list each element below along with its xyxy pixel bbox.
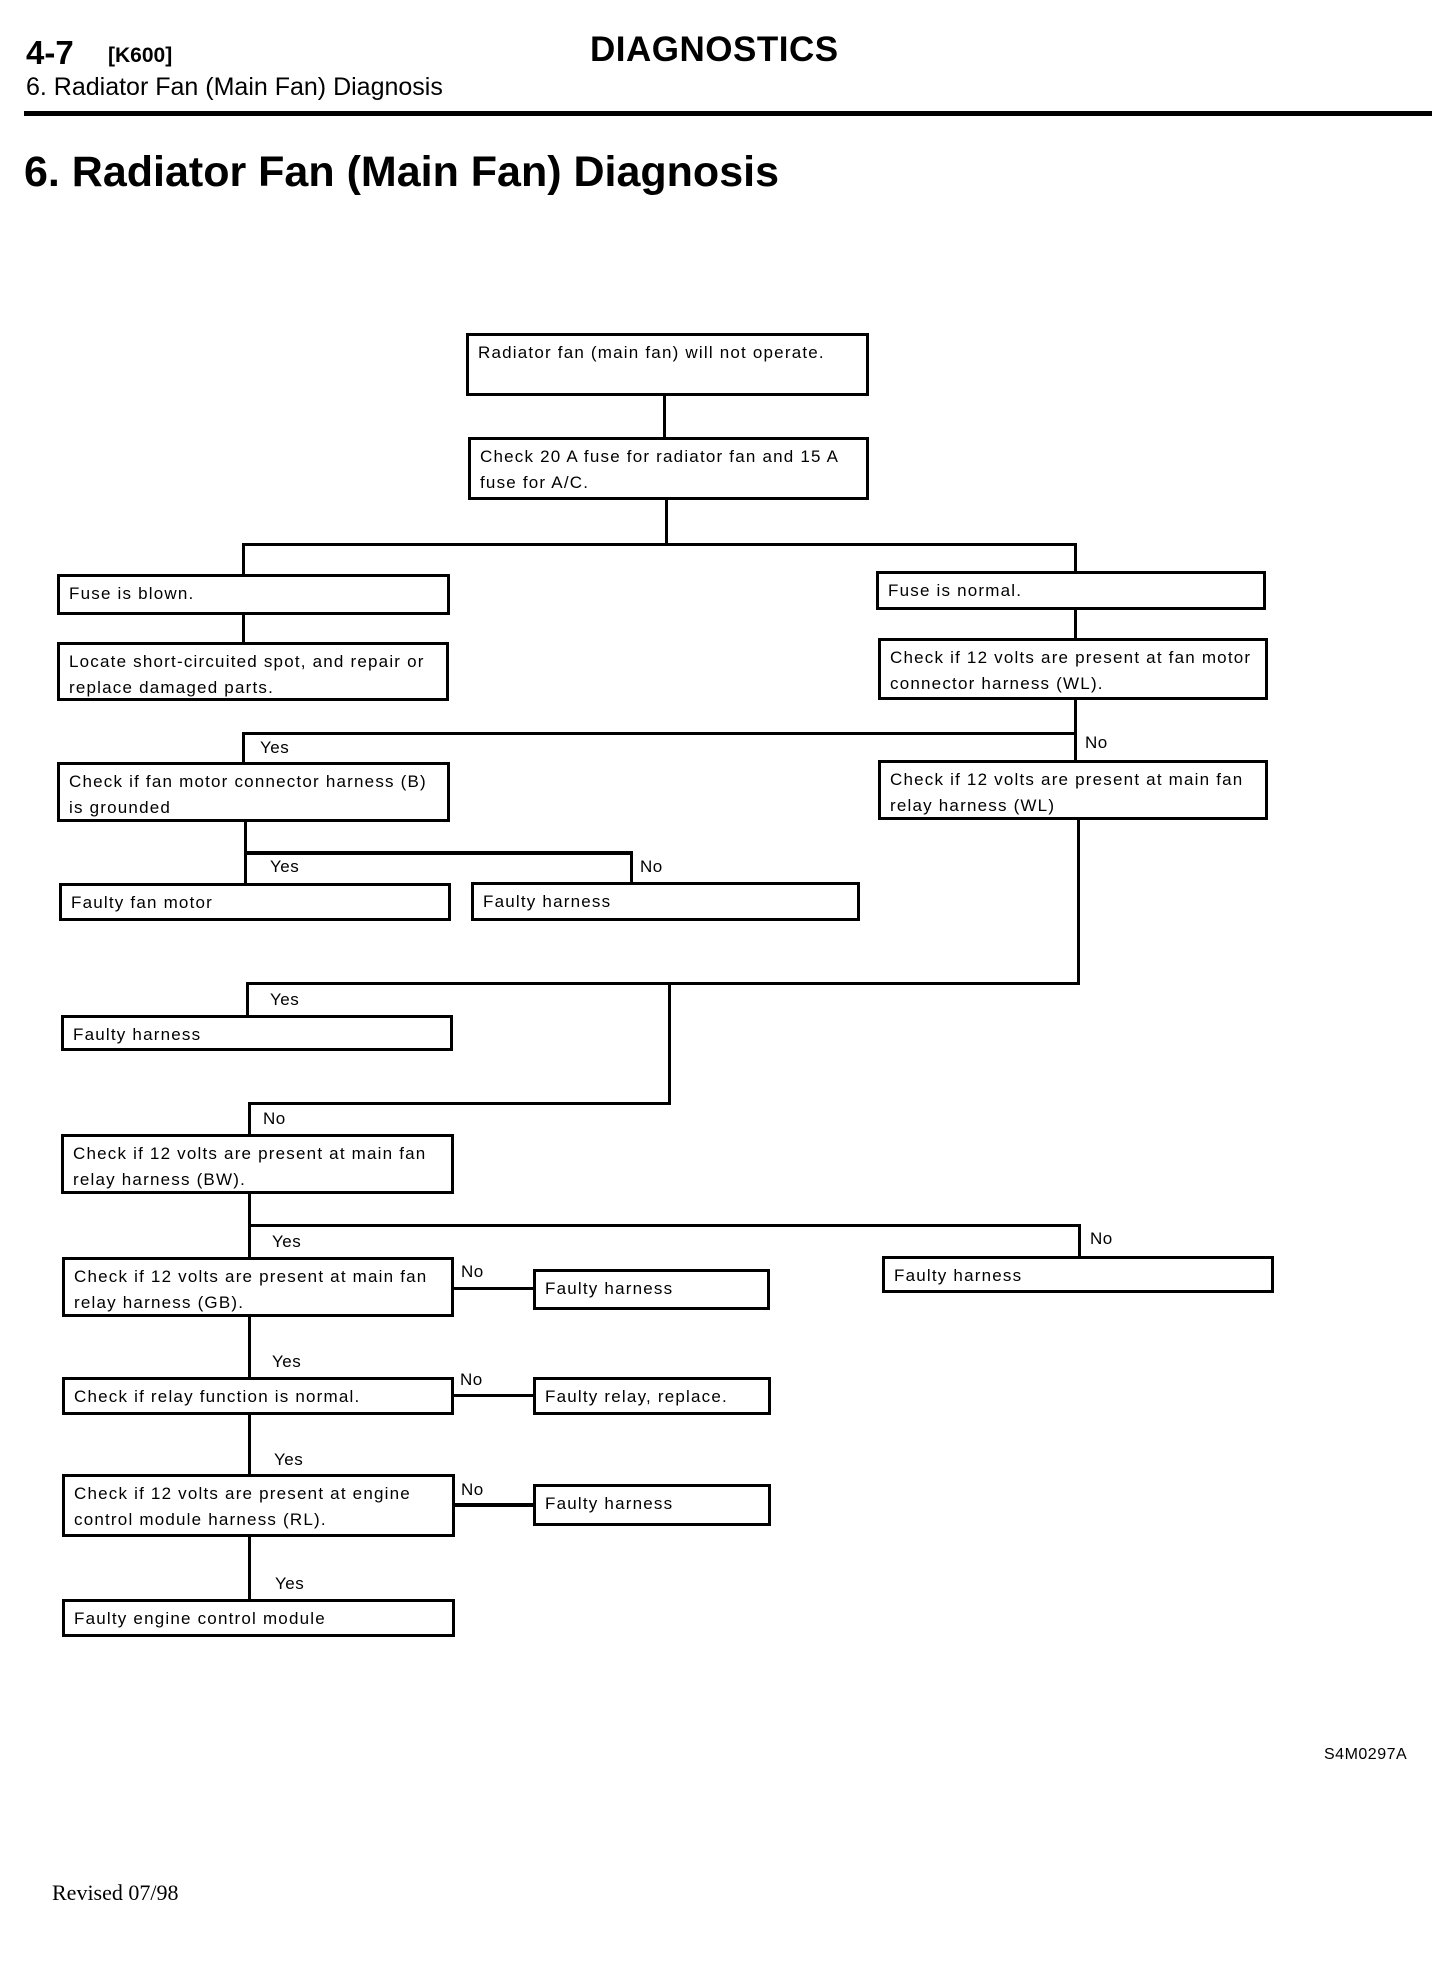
yes-label: Yes: [260, 738, 290, 757]
connector: [452, 1503, 535, 1507]
check-relay-gb-box: Check if 12 volts are present at main fa…: [62, 1257, 454, 1317]
revision-footer: Revised 07/98: [52, 1880, 179, 1905]
model-code: [K600]: [108, 44, 173, 67]
faulty-harness-1-box: Faulty harness: [471, 882, 860, 921]
faulty-harness-5-box: Faulty harness: [533, 1484, 771, 1526]
faulty-harness-3-box: Faulty harness: [882, 1256, 1274, 1293]
connector: [1078, 1224, 1081, 1256]
fuse-normal-box: Fuse is normal.: [876, 571, 1266, 610]
connector: [242, 613, 245, 642]
yes-label: Yes: [272, 1232, 302, 1251]
connector: [665, 498, 668, 543]
connector: [630, 851, 633, 882]
no-label: No: [263, 1109, 286, 1128]
no-label: No: [461, 1480, 484, 1499]
check-grounded-box: Check if fan motor connector harness (B)…: [57, 762, 450, 822]
faulty-harness-2-box: Faulty harness: [61, 1015, 453, 1051]
connector: [668, 982, 671, 1104]
yes-label: Yes: [270, 857, 300, 876]
chapter-title: DIAGNOSTICS: [590, 30, 839, 69]
connector: [1074, 698, 1077, 760]
connector: [1074, 543, 1077, 571]
faulty-relay-box: Faulty relay, replace.: [533, 1377, 771, 1415]
connector: [248, 1224, 1081, 1227]
check-relay-bw-box: Check if 12 volts are present at main fa…: [61, 1134, 454, 1194]
connector: [242, 732, 1077, 735]
check-relay-function-box: Check if relay function is normal.: [62, 1377, 454, 1415]
connector: [248, 1537, 251, 1599]
check-fuse-box: Check 20 A fuse for radiator fan and 15 …: [468, 437, 869, 500]
connector: [1077, 818, 1080, 984]
no-label: No: [1090, 1229, 1113, 1248]
connector: [246, 982, 249, 1015]
connector: [242, 543, 1076, 546]
yes-label: Yes: [272, 1352, 302, 1371]
connector: [451, 1394, 535, 1397]
subsection-title: 6. Radiator Fan (Main Fan) Diagnosis: [26, 73, 443, 101]
connector: [1074, 608, 1077, 638]
connector: [246, 982, 1080, 985]
connector: [451, 1287, 535, 1290]
connector: [248, 1102, 671, 1105]
connector: [244, 851, 633, 855]
no-label: No: [1085, 733, 1108, 752]
connector: [248, 1315, 251, 1377]
check-motor-connector-box: Check if 12 volts are present at fan mot…: [878, 638, 1268, 700]
section-number: 4-7: [26, 34, 74, 71]
no-label: No: [460, 1370, 483, 1389]
check-ecm-box: Check if 12 volts are present at engine …: [62, 1474, 455, 1537]
fuse-blown-action-box: Locate short-circuited spot, and repair …: [57, 642, 449, 701]
yes-label: Yes: [270, 990, 300, 1009]
header-rule: [24, 111, 1432, 116]
faulty-ecm-box: Faulty engine control module: [62, 1599, 455, 1637]
connector: [248, 1413, 251, 1477]
connector: [242, 732, 245, 762]
check-relay-wl-box: Check if 12 volts are present at main fa…: [878, 760, 1268, 820]
connector: [242, 543, 245, 574]
start-box: Radiator fan (main fan) will not operate…: [466, 333, 869, 396]
faulty-fan-motor-box: Faulty fan motor: [59, 883, 451, 921]
figure-id: S4M0297A: [1324, 1746, 1408, 1763]
faulty-harness-4-box: Faulty harness: [533, 1269, 770, 1310]
no-label: No: [640, 857, 663, 876]
yes-label: Yes: [275, 1574, 305, 1593]
yes-label: Yes: [274, 1450, 304, 1469]
connector: [663, 395, 666, 437]
no-label: No: [461, 1262, 484, 1281]
connector: [248, 1102, 251, 1134]
fuse-blown-box: Fuse is blown.: [57, 574, 450, 615]
page-title: 6. Radiator Fan (Main Fan) Diagnosis: [24, 148, 779, 196]
